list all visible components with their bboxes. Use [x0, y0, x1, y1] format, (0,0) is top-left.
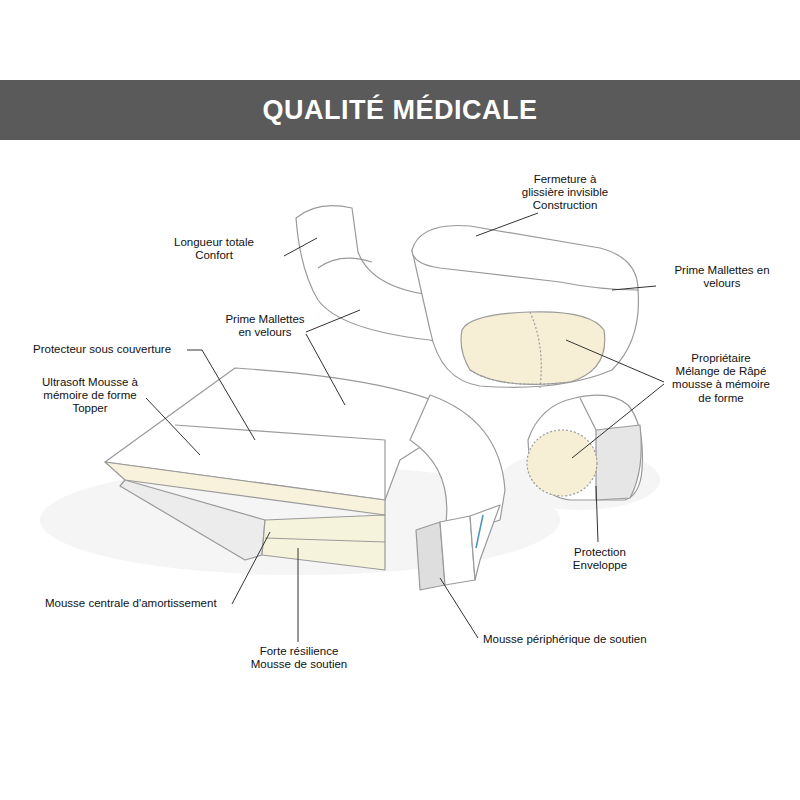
part-label: Mousse périphérique de soutien: [483, 633, 683, 646]
part-label: Propriétaire Mélange de Râpé mousse à mé…: [668, 352, 774, 405]
leader-line: [306, 334, 345, 405]
memory-foam-core: [527, 430, 597, 496]
leader-line: [566, 340, 664, 382]
title: QUALITÉ MÉDICALE: [0, 80, 800, 140]
memory-foam-core: [461, 312, 605, 384]
part-label: Prime Mallettes en velours: [660, 264, 784, 290]
cover-end: [440, 516, 475, 585]
cover-end: [470, 505, 500, 580]
protection-envelope: [596, 425, 641, 500]
seam-line: [318, 258, 372, 268]
slab-side: [120, 480, 265, 560]
dotted-edge: [530, 312, 541, 388]
seam-line: [580, 398, 596, 430]
layer-line: [265, 538, 385, 542]
cover-edge: [175, 425, 385, 500]
leader-line: [284, 238, 317, 256]
leader-line: [306, 310, 360, 332]
part-label: Longueur totale Confort: [168, 236, 260, 262]
leader-line: [298, 548, 299, 642]
leader-line: [572, 384, 664, 458]
leader-line: [232, 532, 270, 604]
part-label: Mousse centrale d'amortissement: [45, 597, 235, 610]
leader-line: [146, 398, 200, 455]
leader-line: [612, 286, 656, 290]
leader-line: [440, 578, 478, 638]
leader-line: [187, 350, 255, 440]
dotted-edge: [470, 370, 570, 384]
part-label: Forte résilience Mousse de soutien: [243, 645, 355, 671]
part-label: Protecteur sous couverture: [33, 343, 193, 356]
part-label: Ultrasoft Mousse à mémoire de forme Topp…: [34, 376, 146, 416]
head-cushion-top: [412, 226, 638, 291]
part-label: Protection Enveloppe: [558, 546, 642, 572]
part-label: Prime Mallettes en velours: [225, 313, 305, 339]
zip-line: [476, 515, 483, 548]
leader-line: [596, 486, 598, 542]
foam-core: [262, 515, 385, 570]
leader-line: [476, 213, 538, 236]
part-label: Fermeture à glissière invisible Construc…: [513, 173, 617, 213]
